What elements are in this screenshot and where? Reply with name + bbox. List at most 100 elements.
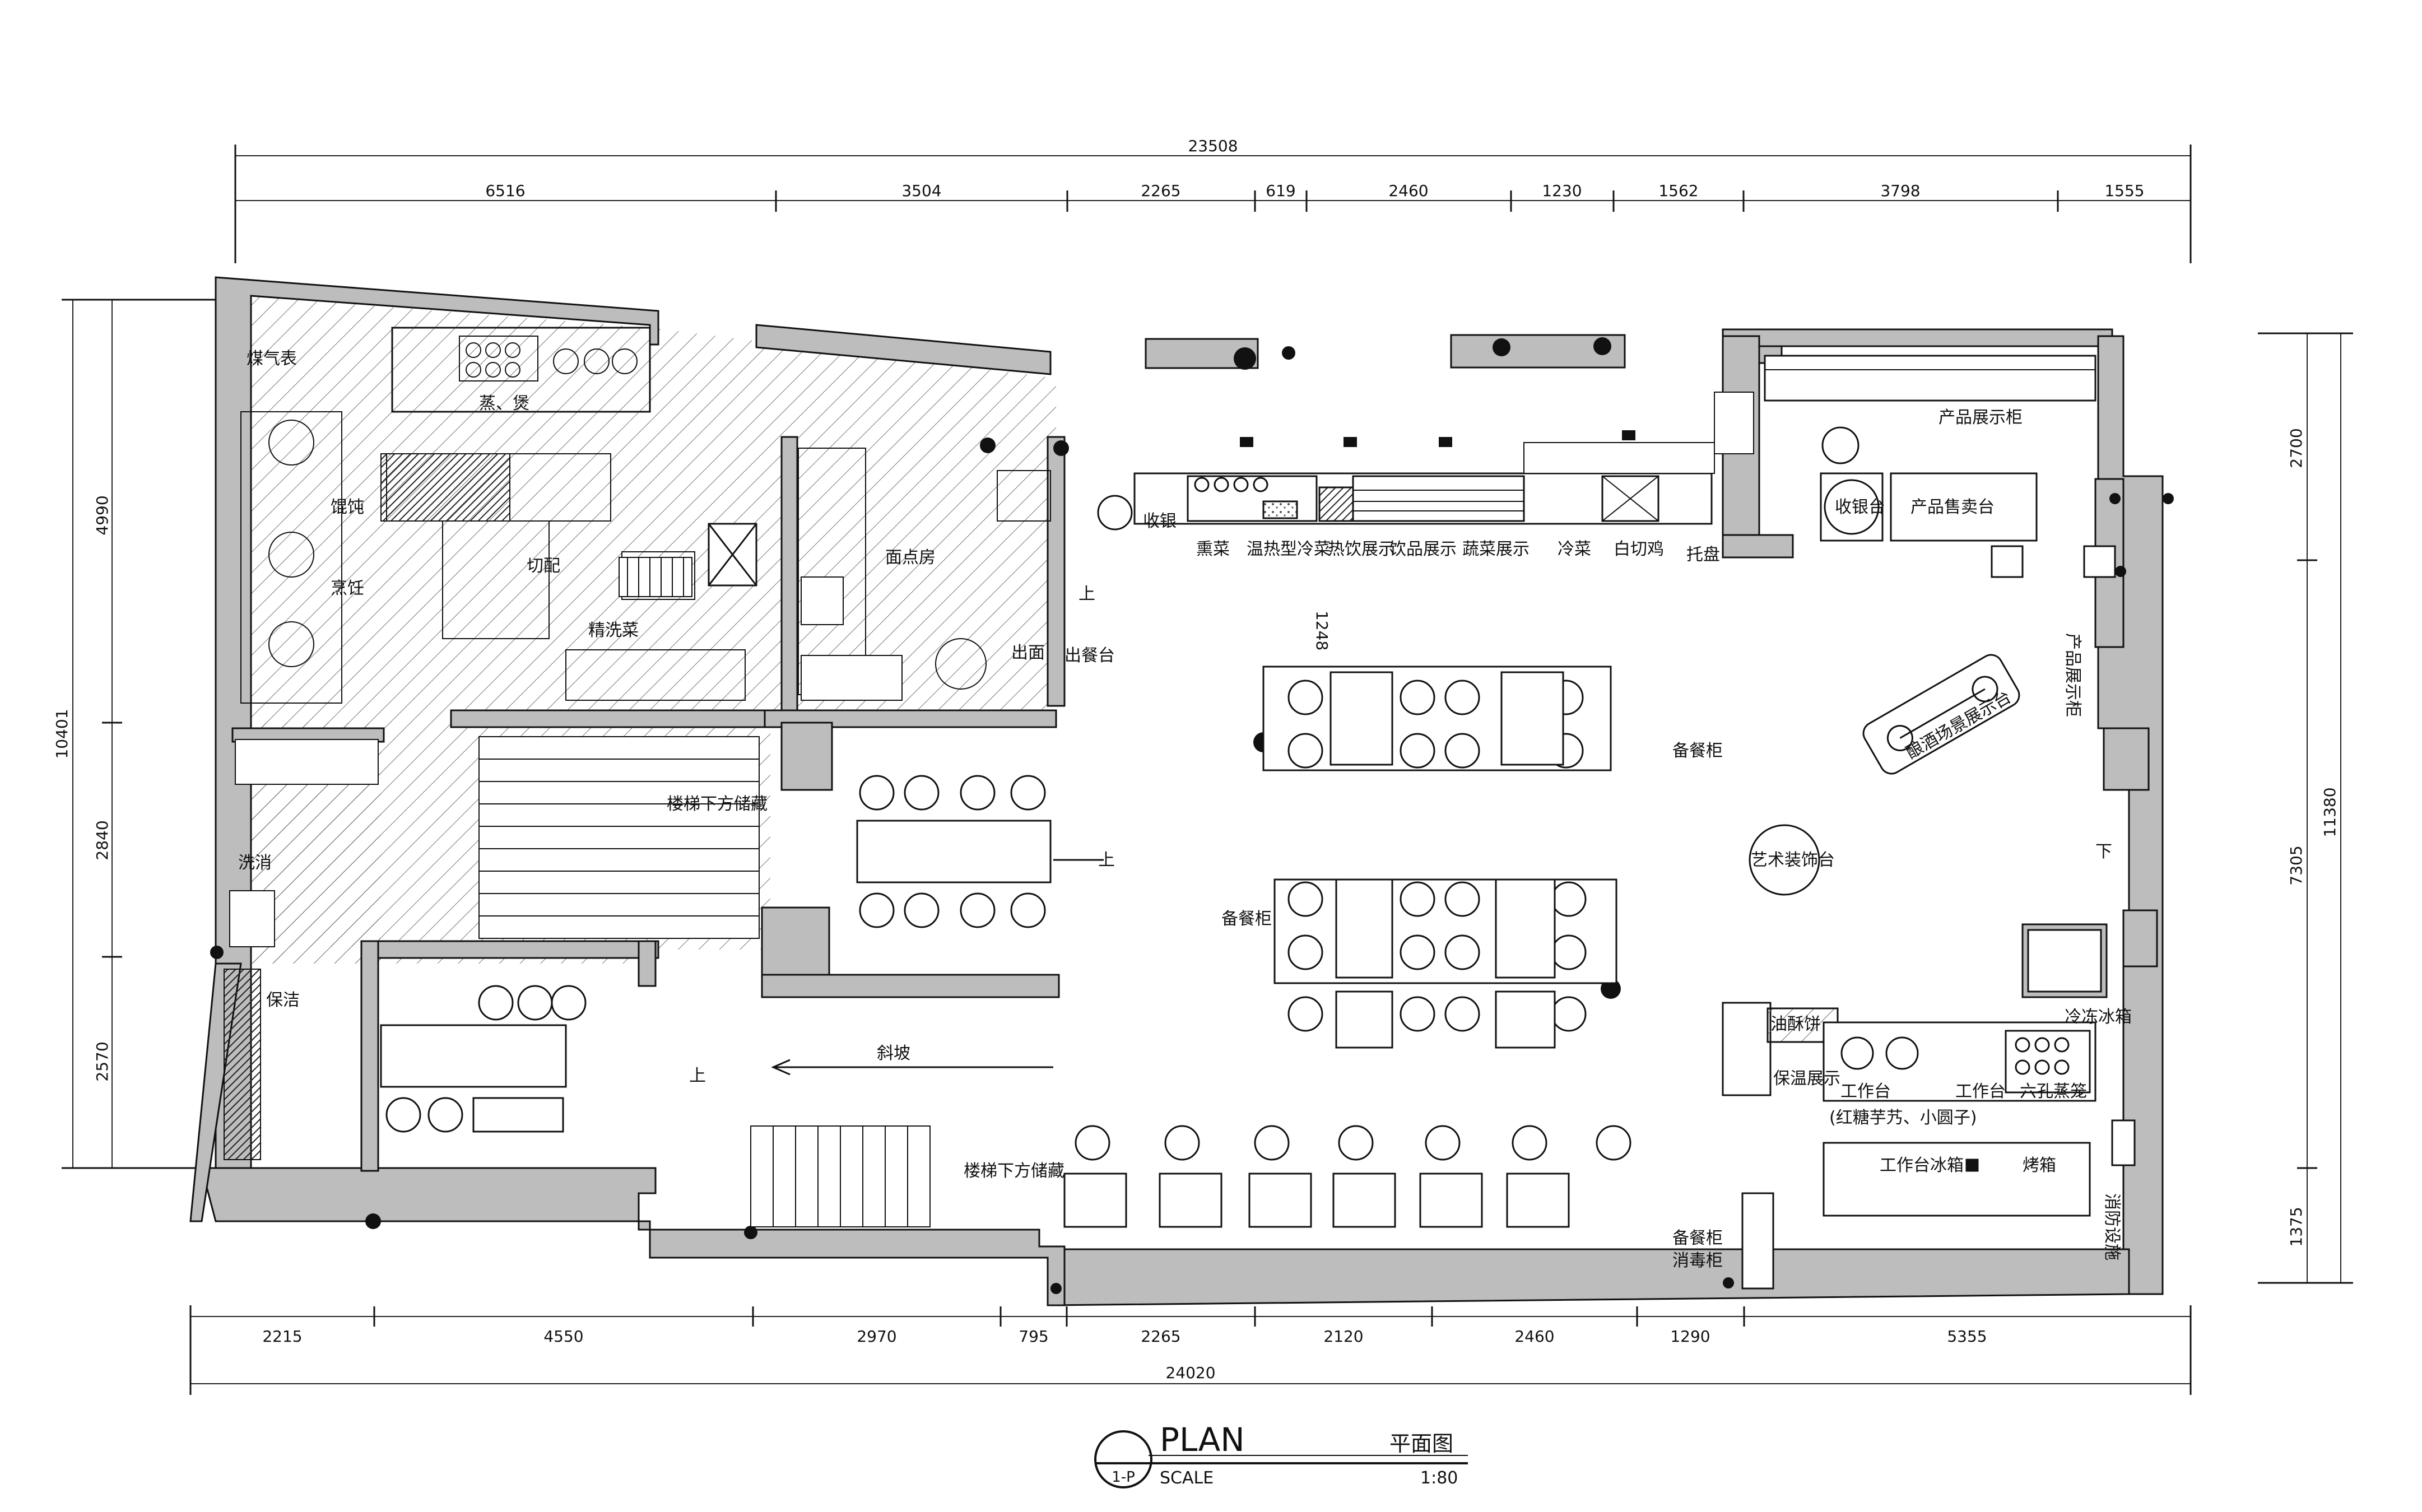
label-hot-drink: 热饮展示	[1328, 539, 1395, 559]
seat	[960, 892, 996, 928]
label-workbench-1-note: (红糖芋艿、小圆子)	[1829, 1108, 1977, 1128]
seat	[960, 775, 996, 811]
shop-area	[1749, 355, 2116, 993]
booth-table	[1419, 1173, 1483, 1228]
label-cold-dish: 冷菜	[1558, 539, 1591, 559]
dim-top-6: 1230	[1542, 182, 1582, 200]
seat	[859, 892, 895, 928]
dim-top-5: 2460	[1388, 182, 1428, 200]
label-cooking: 烹饪	[331, 579, 364, 598]
dim-bottom-total: 24020	[1165, 1364, 1215, 1382]
label-workbench-1: 工作台	[1840, 1082, 1891, 1101]
dim-top-1: 6516	[485, 182, 525, 200]
dim-top-8: 3798	[1880, 182, 1920, 200]
seat	[1400, 881, 1435, 917]
seat	[517, 985, 553, 1021]
dim-top-2: 3504	[901, 182, 941, 200]
dimension-right: 2700 7305 1375 11380	[2258, 332, 2353, 1284]
interior-walls	[231, 335, 2158, 1172]
label-storage-under-stairs-2: 楼梯下方储藏	[964, 1161, 1064, 1181]
dim-right-1: 2700	[2287, 428, 2305, 468]
label-fire-equipment: 消防设施	[2102, 1193, 2122, 1260]
seat	[1338, 1125, 1374, 1161]
booth-table	[1332, 1173, 1396, 1228]
dim-left-1: 4990	[93, 495, 111, 535]
columns	[210, 337, 2174, 1294]
label-workbench-fridge: 工作台冰箱	[1880, 1156, 1964, 1175]
label-wonton: 馄饨	[331, 497, 364, 517]
label-workbench-2: 工作台	[1955, 1082, 2006, 1101]
dim-left-3: 2570	[93, 1041, 111, 1081]
stairs-kitchen	[478, 736, 760, 939]
seat	[1596, 1125, 1631, 1161]
seat	[1551, 996, 1587, 1032]
dining-table	[380, 1024, 567, 1088]
label-up-1: 上	[689, 1066, 706, 1086]
counter-row	[1133, 392, 1754, 525]
seat	[1010, 775, 1046, 811]
label-cut-prep: 切配	[527, 556, 560, 576]
booth-table	[1159, 1173, 1222, 1228]
label-wash-disinfect: 洗消	[238, 853, 272, 873]
dim-left-total: 10401	[53, 709, 71, 759]
dimension-top: 23508 6516 3504 2265 619 2460 1230 1562 …	[234, 137, 2192, 263]
dim-bottom-3: 2970	[857, 1327, 896, 1346]
dining-table	[856, 820, 1052, 883]
label-spare-cabinet-1: 备餐柜	[1672, 741, 1723, 761]
seat	[478, 985, 514, 1021]
seat	[1444, 733, 1480, 769]
label-art-table: 艺术装饰台	[1751, 850, 1835, 870]
label-braised: 熏菜	[1196, 539, 1230, 559]
label-spare-cabinet-3: 备餐柜	[1672, 1229, 1723, 1248]
seat	[904, 775, 940, 811]
dim-bottom-4: 795	[1019, 1327, 1048, 1346]
booth-table	[1506, 1173, 1570, 1228]
dining-table	[1335, 990, 1393, 1049]
seat	[1444, 881, 1480, 917]
ramp-arrow	[771, 859, 1104, 1076]
title-block: PLAN 平面图 SCALE 1:80 1-P	[1094, 1421, 1468, 1488]
cashier-figures	[1097, 426, 1859, 531]
label-up-3: 上	[1078, 584, 1095, 604]
label-freezer: 冷冻冰箱	[2065, 1007, 2132, 1027]
dim-top-3: 2265	[1141, 182, 1180, 200]
dim-bottom-2: 4550	[543, 1327, 583, 1346]
label-cleaning: 保洁	[266, 990, 300, 1010]
label-drink-display: 饮品展示	[1389, 539, 1457, 559]
seat	[1400, 996, 1435, 1032]
label-white-chicken: 白切鸡	[1614, 539, 1664, 559]
dim-right-2: 7305	[2287, 845, 2305, 885]
label-oven: 烤箱	[2023, 1156, 2056, 1175]
seat	[1075, 1125, 1110, 1161]
label-ramp: 斜坡	[877, 1044, 910, 1063]
label-warm-cold: 温热型冷菜	[1247, 539, 1331, 559]
dim-bottom-8: 1290	[1670, 1327, 1710, 1346]
seat	[1400, 733, 1435, 769]
seat	[1254, 1125, 1290, 1161]
dim-bottom-7: 2460	[1514, 1327, 1554, 1346]
seat	[904, 892, 940, 928]
label-cashier-1: 收银	[1143, 511, 1177, 531]
seat	[385, 1097, 421, 1133]
dim-top-7: 1562	[1658, 182, 1698, 200]
label-product-cabinet-2: 产品展示柜	[2063, 633, 2082, 717]
seat	[1287, 881, 1323, 917]
seat	[1444, 680, 1480, 715]
dimension-left: 4990 2840 2570 10401	[53, 299, 224, 1169]
seat	[1551, 881, 1587, 917]
kitchen-equipment	[224, 327, 1051, 1160]
label-serve-out: 出面	[1011, 643, 1045, 663]
dimension-bottom: 2215 4550 2970 795 2265 2120 2460 1290 5…	[189, 1305, 2192, 1395]
dining-table	[1329, 671, 1393, 766]
seat	[1444, 996, 1480, 1032]
label-six-steamer: 六孔蒸笼	[2020, 1082, 2087, 1101]
seat	[1512, 1125, 1547, 1161]
seat	[551, 985, 587, 1021]
seat	[1444, 934, 1480, 970]
scale-label: SCALE	[1160, 1468, 1214, 1488]
seat	[1287, 996, 1323, 1032]
dim-inner: 1248	[1313, 611, 1331, 650]
dim-top-4: 619	[1266, 182, 1295, 200]
label-tray: 托盘	[1686, 545, 1720, 565]
